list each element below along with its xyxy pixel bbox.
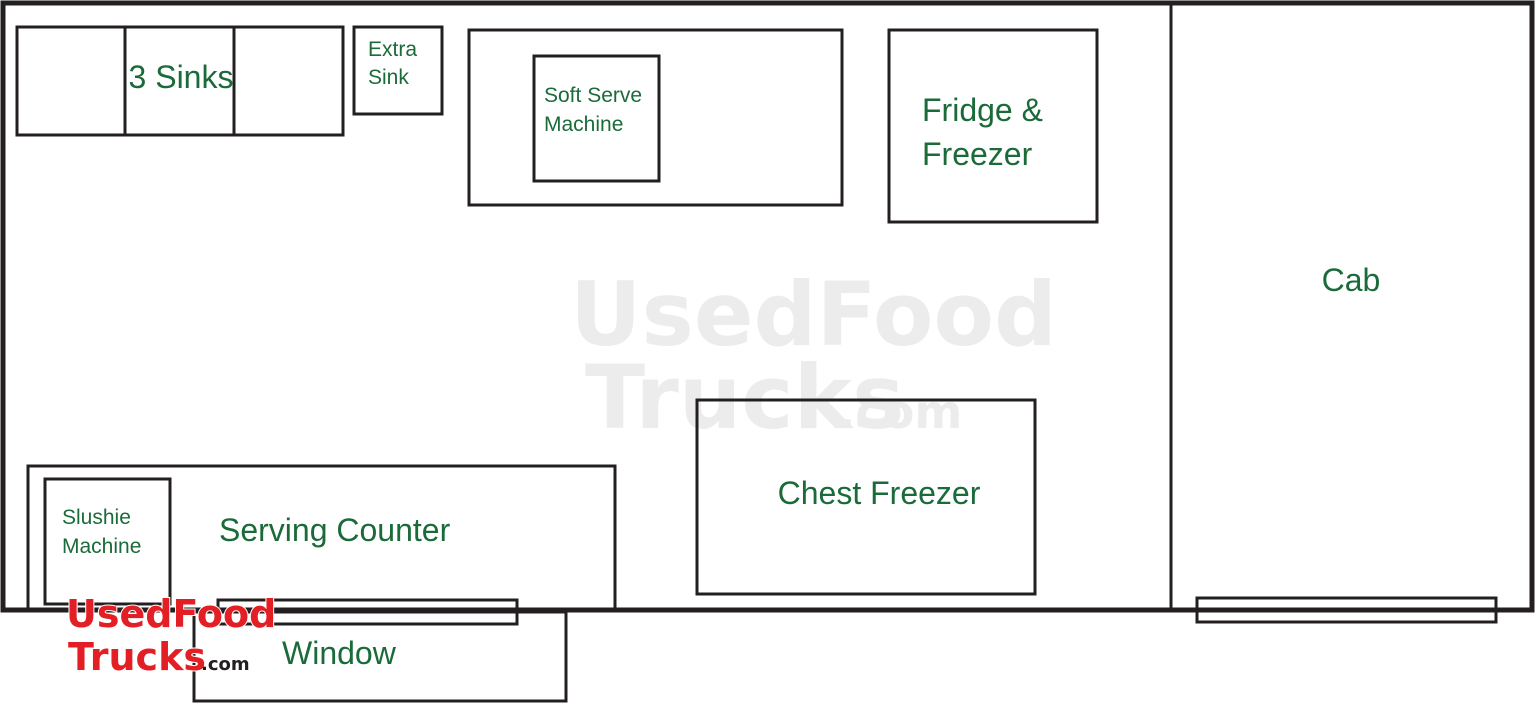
logo-line2: Trucks: [68, 635, 206, 679]
chest-freezer-label: Chest Freezer: [778, 475, 981, 511]
serving-counter-box: [26, 464, 617, 612]
extra-sink-box: [352, 25, 444, 116]
logo-suffix: .com: [201, 654, 250, 675]
cab-window: [1195, 596, 1498, 624]
chest-freezer-box: [695, 398, 1037, 596]
service-window: Window: [192, 598, 568, 703]
serving-counter-label: Serving Counter: [219, 512, 451, 548]
extra-sink-label-2: Sink: [368, 66, 409, 89]
soft-serve-label-1: Soft Serve: [544, 84, 642, 107]
slushie-label-2: Machine: [62, 535, 141, 558]
three-sinks-label: 3 Sinks: [129, 59, 234, 95]
window-label: Window: [282, 635, 397, 671]
slushie-machine-box: [43, 477, 172, 606]
soft-serve-station: Soft Serve Machine: [467, 28, 844, 207]
fridge-freezer-box: [887, 28, 1099, 224]
three-sinks: 3 Sinks: [15, 25, 345, 137]
fridge-freezer: Fridge & Freezer: [887, 28, 1099, 224]
serving-counter: Serving Counter: [26, 464, 617, 612]
fridge-label-1: Fridge &: [922, 92, 1043, 128]
watermark: UsedFood Trucks .com: [570, 263, 1057, 449]
soft-serve-machine: [532, 54, 661, 183]
logo-line1: UsedFood: [66, 592, 276, 636]
watermark-suffix: .com: [838, 385, 962, 439]
sinks-outline: [15, 25, 345, 137]
cab-label: Cab: [1322, 262, 1381, 298]
fridge-label-2: Freezer: [922, 136, 1033, 172]
window-awning: [192, 610, 568, 703]
soft-serve-counter: [467, 28, 844, 207]
truck-outline: [0, 0, 1535, 613]
slushie-label-1: Slushie: [62, 506, 131, 529]
chest-freezer: Chest Freezer: [695, 398, 1037, 596]
usedfoodtrucks-logo: UsedFood Trucks .com: [65, 591, 277, 680]
slushie-machine: Slushie Machine: [43, 477, 172, 606]
extra-sink: Extra Sink: [352, 25, 444, 116]
watermark-line2: Trucks: [585, 346, 904, 449]
watermark-line1: UsedFood: [570, 263, 1057, 366]
soft-serve-label-2: Machine: [544, 113, 623, 136]
extra-sink-label-1: Extra: [368, 38, 417, 61]
